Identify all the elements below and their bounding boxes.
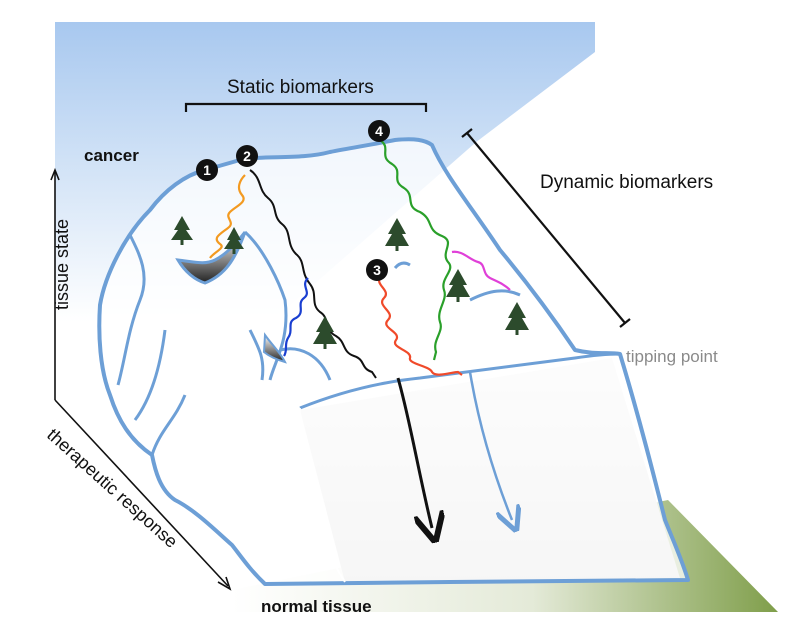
plateau-edge <box>299 352 621 410</box>
tree-5 <box>446 269 470 302</box>
tipping-point-label: tipping point <box>626 347 718 366</box>
landscape-outline <box>97 137 690 586</box>
tree-4 <box>385 218 409 251</box>
tree-2 <box>224 227 244 254</box>
dynamic-biomarkers-label: Dynamic biomarkers <box>540 172 714 193</box>
normal-tissue-label: normal tissue <box>261 597 372 616</box>
ridge-inner-left <box>133 329 187 456</box>
tissue-state-axis-label: tissue state <box>52 218 73 311</box>
marker-2: 2 <box>236 145 258 167</box>
arrow-blue <box>468 371 512 520</box>
marker-1: 1 <box>196 159 218 181</box>
marker-4: 4 <box>368 120 390 142</box>
path-orange <box>209 174 246 259</box>
static-biomarkers-label: Static biomarkers <box>227 77 374 98</box>
plateau-left-edge <box>297 407 346 583</box>
arrow-black <box>396 377 432 528</box>
path-red <box>378 275 463 376</box>
tree-6 <box>505 302 529 335</box>
ridge-valley <box>243 230 288 381</box>
ridge-right <box>393 261 521 302</box>
path-blue <box>283 277 309 357</box>
marker-3: 3 <box>366 259 388 281</box>
tree-1 <box>171 216 193 245</box>
path-green <box>379 139 452 361</box>
dynamic-bracket <box>466 132 626 324</box>
path-magenta <box>451 250 511 291</box>
ridge-left <box>116 234 146 386</box>
cancer-label: cancer <box>84 146 139 165</box>
pit-middle <box>262 332 287 364</box>
static-bracket <box>184 102 428 112</box>
path-black <box>249 169 377 379</box>
tree-3 <box>313 316 337 349</box>
therapeutic-axis <box>54 399 229 587</box>
pit-left <box>175 231 247 285</box>
